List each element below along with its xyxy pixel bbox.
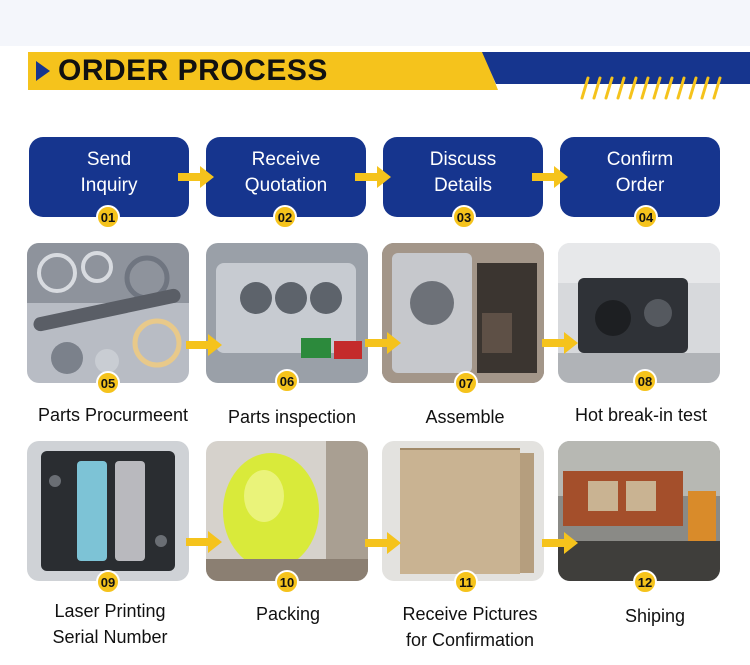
engine-serial-image bbox=[27, 441, 189, 581]
step-label: Send bbox=[86, 149, 132, 170]
arrow-right-icon bbox=[355, 166, 391, 188]
packing-image bbox=[206, 441, 368, 581]
step-label: Receive bbox=[251, 149, 321, 170]
step-number-badge: 02 bbox=[273, 205, 297, 229]
step-discuss-details: Discuss Details bbox=[383, 137, 543, 217]
step-number-badge: 11 bbox=[454, 570, 478, 594]
caption-laser-printing: Laser Printing Serial Number bbox=[15, 598, 205, 650]
step-label: Details bbox=[433, 175, 493, 196]
title-banner bbox=[28, 52, 498, 90]
arrow-right-icon bbox=[178, 166, 214, 188]
caption-receive-pictures: Receive Pictures for Confirmation bbox=[375, 601, 565, 653]
caption-line: for Confirmation bbox=[405, 630, 535, 650]
step-confirm-order: Confirm Order bbox=[560, 137, 720, 217]
step-label: Quotation bbox=[244, 175, 328, 196]
step-number-badge: 03 bbox=[452, 205, 476, 229]
photo-parts-inspection bbox=[206, 243, 368, 383]
step-receive-quotation: Receive Quotation bbox=[206, 137, 366, 217]
photo-packing bbox=[206, 441, 368, 581]
step-label: Confirm bbox=[606, 149, 674, 170]
arrow-right-icon bbox=[542, 532, 578, 554]
top-background-band bbox=[0, 0, 750, 46]
caption-parts-inspection: Parts inspection bbox=[227, 407, 357, 427]
engine-assembly-image bbox=[382, 243, 544, 383]
arrow-right-icon bbox=[186, 334, 222, 356]
photo-hot-break-in-test bbox=[558, 243, 720, 383]
arrow-right-icon bbox=[542, 332, 578, 354]
engine-block-image bbox=[206, 243, 368, 383]
arrow-right-icon bbox=[186, 531, 222, 553]
caption-line: Serial Number bbox=[52, 627, 168, 647]
truck-loading-image bbox=[558, 441, 720, 581]
caption-line: Laser Printing bbox=[54, 601, 166, 621]
step-number-badge: 07 bbox=[454, 371, 478, 395]
step-number-badge: 12 bbox=[633, 570, 657, 594]
photo-laser-printing bbox=[27, 441, 189, 581]
step-number-badge: 10 bbox=[275, 570, 299, 594]
step-number-badge: 01 bbox=[96, 205, 120, 229]
caption-hot-break-in-test: Hot break-in test bbox=[574, 405, 708, 425]
step-label: Discuss bbox=[429, 149, 497, 170]
photo-receive-pictures bbox=[382, 441, 544, 581]
step-number-badge: 09 bbox=[96, 570, 120, 594]
photo-parts-procurement bbox=[27, 243, 189, 383]
decorative-slashes-icon bbox=[580, 76, 722, 100]
step-number-badge: 04 bbox=[634, 205, 658, 229]
arrow-right-icon bbox=[365, 532, 401, 554]
step-number-badge: 06 bbox=[275, 369, 299, 393]
step-number-badge: 05 bbox=[96, 371, 120, 395]
engine-parts-image bbox=[27, 243, 189, 383]
step-label: Inquiry bbox=[80, 175, 138, 196]
step-number-badge: 08 bbox=[633, 369, 657, 393]
caption-assemble: Assemble bbox=[425, 407, 505, 427]
play-triangle-icon bbox=[36, 61, 50, 81]
arrow-right-icon bbox=[365, 332, 401, 354]
caption-parts-procurement: Parts Procurmeent bbox=[37, 405, 189, 425]
arrow-right-icon bbox=[532, 166, 568, 188]
caption-shipping: Shiping bbox=[624, 606, 686, 626]
photo-shipping bbox=[558, 441, 720, 581]
header-blue-stripe bbox=[482, 52, 750, 84]
step-send-inquiry: Send Inquiry bbox=[29, 137, 189, 217]
photo-assemble bbox=[382, 243, 544, 383]
engine-test-image bbox=[558, 243, 720, 383]
step-label: Order bbox=[615, 175, 665, 196]
caption-packing: Packing bbox=[255, 604, 321, 624]
caption-line: Receive Pictures bbox=[402, 604, 538, 624]
wooden-crate-image bbox=[382, 441, 544, 581]
page-title: ORDER PROCESS bbox=[58, 54, 328, 87]
